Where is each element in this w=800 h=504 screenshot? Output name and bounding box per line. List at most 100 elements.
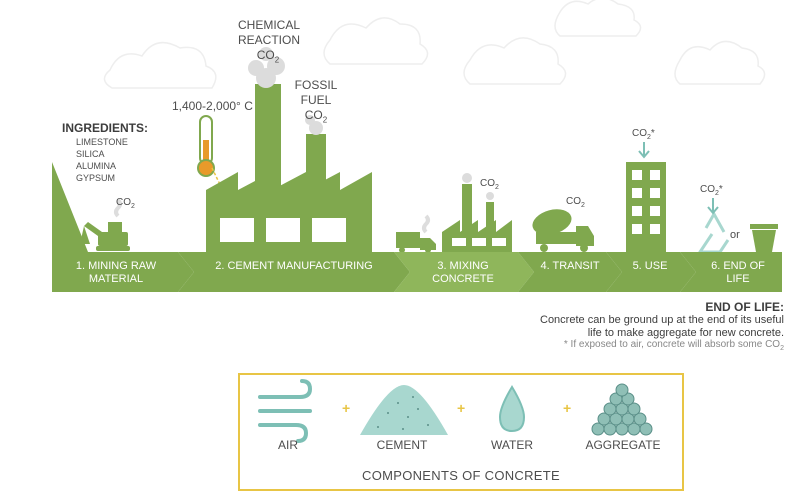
co2-label: CO2* [700, 184, 723, 197]
end-of-life-description: Concrete can be ground up at the end of … [480, 314, 784, 340]
component-label-cement: CEMENT [376, 438, 428, 452]
stage-arrow-5 [606, 252, 696, 292]
thermometer-icon [197, 115, 215, 177]
component-label-water: WATER [491, 438, 533, 452]
stage-label-1: 1. MINING RAW MATERIAL [56, 260, 176, 286]
stage-label-2: 2. CEMENT MANUFACTURING [196, 260, 392, 273]
cloud-shape [103, 41, 217, 89]
stage-arrow-4 [518, 252, 622, 292]
stage-line: 4. TRANSIT [540, 260, 600, 272]
stage-label-3: 3. MIXING CONCRETE [410, 260, 516, 286]
co2-label: CO2 [238, 48, 298, 67]
co2-text: CO [480, 178, 495, 189]
end-of-life-note: * If exposed to air, concrete will absor… [480, 339, 784, 352]
co2-star: * [650, 128, 655, 139]
excavator-icon [80, 222, 130, 251]
or-label: or [730, 229, 740, 241]
co2-label: CO2* [632, 128, 655, 141]
temperature-label: 1,400-2,000° C [172, 99, 253, 113]
cloud-shape [323, 17, 429, 65]
co2-subscript: 2 [131, 203, 135, 210]
cement-pile-icon [360, 385, 448, 435]
stage-line: 5. USE [632, 260, 668, 272]
stage-label-5: 5. USE [618, 260, 682, 273]
trash-can-icon [750, 224, 778, 252]
co2-label: CO2 [566, 196, 585, 209]
co2-text: CO [116, 197, 131, 208]
stage-line: 6. END OF [711, 260, 765, 272]
plus-sign: + [342, 400, 351, 416]
co2-subscript: 2 [715, 190, 719, 197]
co2-text: CO [632, 128, 647, 139]
co2-star: * [718, 184, 723, 195]
stage-arrow-3 [394, 252, 534, 292]
stage-line: 3. MIXING [437, 260, 489, 272]
description-line: life to make aggregate for new concrete. [587, 327, 784, 339]
ingredients-title: INGREDIENTS: [62, 121, 149, 135]
ingredient-item: ALUMINA [76, 161, 117, 171]
label-line: CHEMICAL [238, 18, 301, 32]
cloud-shape [674, 40, 766, 85]
water-drop-icon [498, 385, 526, 433]
note-subscript: 2 [780, 345, 784, 352]
process-illustration [52, 47, 782, 292]
arrow-down-icon [707, 198, 719, 215]
stage-line: 2. CEMENT MANUFACTURING [215, 260, 373, 272]
plus-sign: + [457, 400, 466, 416]
stage-line: 1. MINING RAW [75, 260, 157, 272]
mixer-truck-icon [532, 209, 594, 252]
ingredient-item: GYPSUM [76, 173, 116, 183]
recycle-icon [697, 210, 730, 254]
component-label-aggregate: AGGREGATE [585, 438, 661, 452]
co2-text: CO [256, 48, 275, 62]
mining-slope-shape [52, 162, 88, 252]
ingredient-item: LIMESTONE [76, 137, 128, 147]
smoke-icon [422, 214, 430, 234]
end-of-life-title: END OF LIFE: [705, 300, 784, 314]
co2-label: CO2 [480, 178, 499, 191]
plus-sign: + [563, 400, 572, 416]
co2-text: CO [304, 108, 323, 122]
co2-text: CO [566, 196, 581, 207]
air-icon [258, 379, 313, 443]
factory-icon [206, 84, 372, 252]
building-icon [626, 162, 666, 254]
co2-subscript: 2 [647, 134, 651, 141]
stage-banner [52, 252, 782, 292]
component-label-air: AIR [277, 438, 298, 452]
cloud-shape [554, 0, 642, 37]
smoke-icon [114, 198, 122, 218]
stage-label-6: 6. END OF LIFE [696, 260, 780, 286]
fossil-fuel-label: FOSSIL FUEL CO2 [294, 78, 338, 127]
stage-line: CONCRETE [432, 273, 494, 285]
arrow-down-icon [638, 142, 650, 159]
label-line: REACTION [238, 33, 301, 47]
description-line: Concrete can be ground up at the end of … [540, 314, 784, 326]
cloud-shape [463, 37, 567, 85]
components-illustration [258, 379, 653, 443]
note-text: * If exposed to air, concrete will absor… [563, 339, 781, 350]
aggregate-pile-icon [591, 383, 653, 436]
ingredient-item: SILICA [76, 149, 105, 159]
stage-arrow-1 [52, 252, 194, 292]
clouds-decoration [103, 0, 766, 89]
components-box [238, 373, 684, 491]
stage-arrow-2 [178, 252, 410, 292]
co2-text: CO [700, 184, 715, 195]
mixing-plant-icon [442, 184, 512, 252]
smoke-icon [462, 173, 494, 200]
stage-line: MATERIAL [88, 273, 144, 285]
truck-icon [396, 232, 436, 253]
co2-subscript: 2 [322, 115, 328, 125]
co2-label: CO2 [294, 108, 338, 127]
stage-label-4: 4. TRANSIT [532, 260, 608, 273]
label-line: FUEL [300, 93, 332, 107]
co2-subscript: 2 [581, 202, 585, 209]
label-line: FOSSIL [294, 78, 338, 92]
chemical-reaction-label: CHEMICAL REACTION CO2 [238, 18, 301, 67]
co2-subscript: 2 [274, 55, 280, 65]
components-title: COMPONENTS OF CONCRETE [362, 468, 560, 483]
co2-label: CO2 [116, 197, 135, 210]
stage-arrow-6 [680, 252, 782, 292]
co2-subscript: 2 [495, 184, 499, 191]
